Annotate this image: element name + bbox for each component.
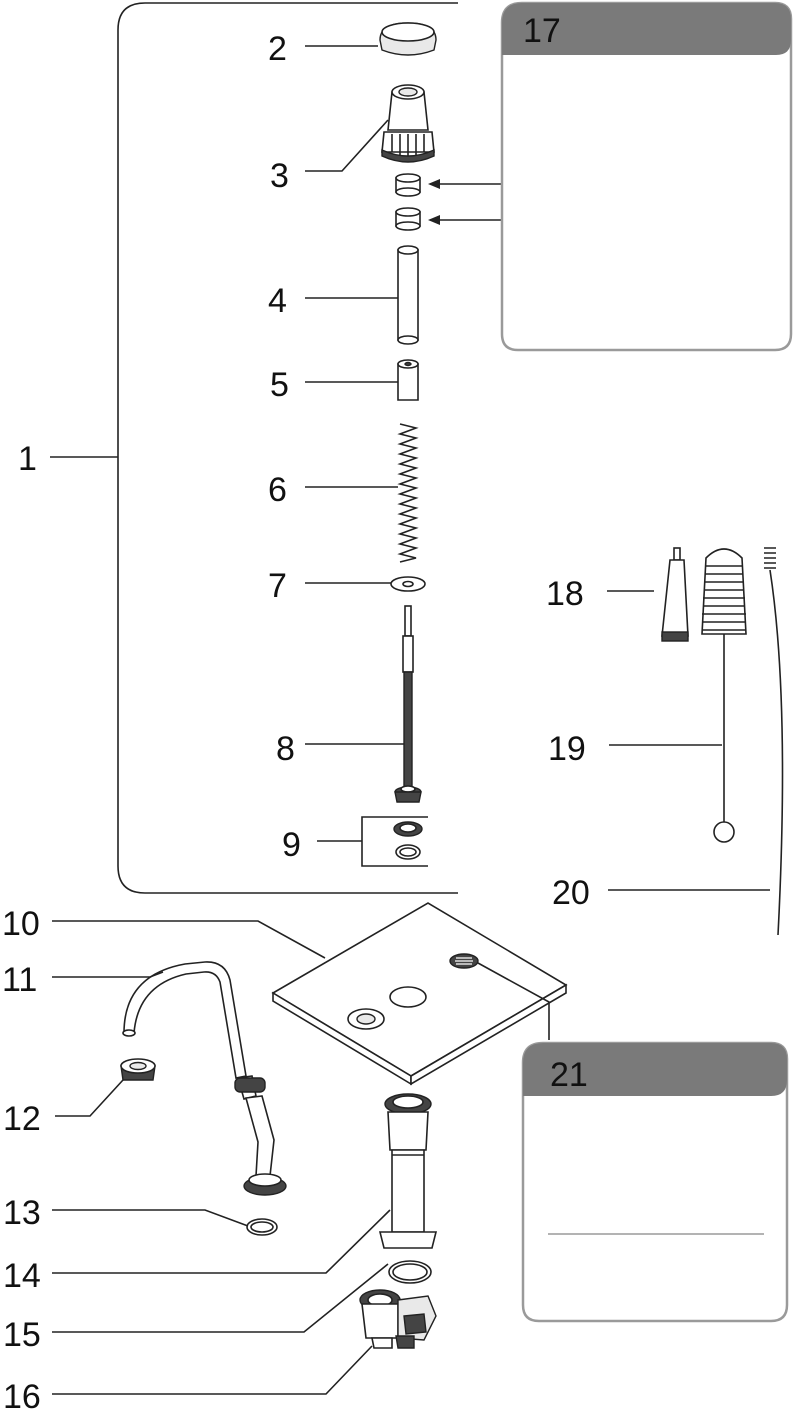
leader-12 [55,1079,124,1117]
leader-10 [52,920,326,959]
arrow-17b-icon [428,215,440,225]
part-6-spring [397,423,419,563]
callout-12: 12 [3,1100,41,1138]
part-8-rod [394,605,422,803]
part-10-plate [271,902,568,1086]
part-2-cap [379,22,437,56]
part-14-shank [378,1093,438,1249]
part-5-cylinder [397,359,419,401]
part-19-brush [701,548,747,843]
leader-plate-to-box21 [477,962,550,1040]
callout-7: 7 [268,567,287,605]
part-18-grease-tube [661,547,689,642]
box-21: 21 [521,1041,789,1323]
part-15-washer [388,1260,432,1284]
part-3-housing [381,84,435,163]
arrow-17a-icon [428,179,440,189]
callout-20: 20 [552,874,590,912]
callout-11: 11 [2,961,37,999]
part-17a-bushing [395,173,421,197]
box-17-title: 17 [523,12,561,50]
callout-14: 14 [3,1257,41,1295]
callout-3: 3 [270,157,289,195]
part-7-washer [390,576,426,592]
part-9-seals [393,821,423,860]
callout-2: 2 [268,30,287,68]
leader-16 [52,1345,373,1395]
part-20-cable [764,547,784,936]
leader-3 [305,119,389,172]
callout-15: 15 [3,1316,41,1354]
part-4-tube [397,245,419,345]
callout-16: 16 [3,1378,41,1413]
part-17b-bushing [395,207,421,231]
part-13-o-ring [246,1218,278,1236]
assembly-bracket [117,2,458,894]
callout-1: 1 [18,440,37,478]
box-17: 17 [500,1,793,352]
part-12-nut [120,1058,156,1081]
callout-4: 4 [268,282,287,320]
leader-11 [52,971,164,978]
leader-13 [52,1209,249,1227]
box-21-title: 21 [550,1056,588,1094]
callout-9: 9 [282,826,301,864]
callout-6: 6 [268,471,287,509]
callout-10: 10 [2,905,40,943]
callout-5: 5 [270,366,289,404]
part-16-clip [359,1289,437,1349]
callout-19: 19 [548,730,586,768]
callout-8: 8 [276,730,295,768]
leader-15 [52,1263,389,1333]
callout-18: 18 [546,575,584,613]
leader-14 [52,1209,391,1274]
callout-13: 13 [3,1194,41,1232]
